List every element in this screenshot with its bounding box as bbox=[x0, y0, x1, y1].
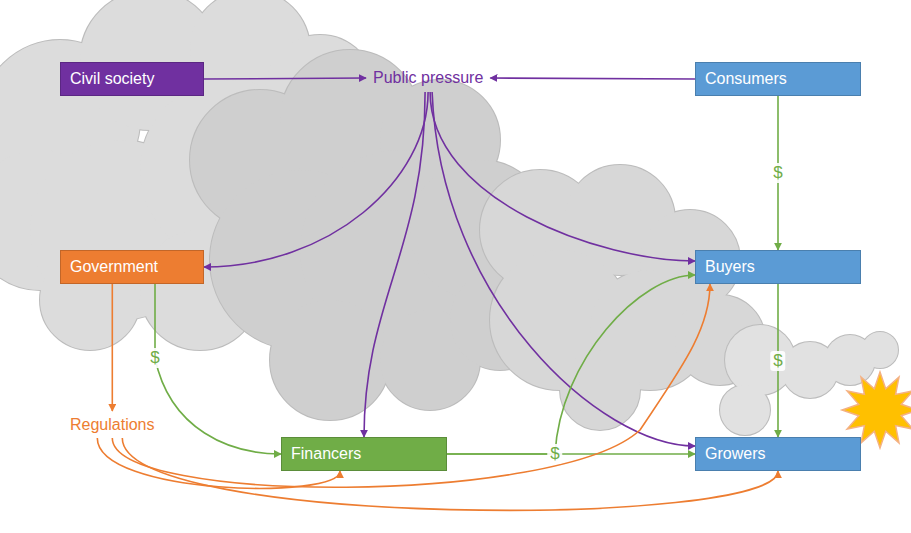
actor-box: Government bbox=[60, 250, 204, 284]
node-label: Financers bbox=[291, 444, 361, 464]
cloud-puff bbox=[720, 385, 770, 435]
money-label: $ bbox=[770, 351, 785, 371]
flow-arrow bbox=[490, 78, 695, 79]
node-label: Growers bbox=[705, 444, 765, 464]
node-label: Civil society bbox=[70, 69, 154, 89]
node-label: Government bbox=[70, 257, 158, 277]
node-label: Buyers bbox=[705, 257, 755, 277]
money-label: $ bbox=[770, 163, 785, 183]
actor-box: Consumers bbox=[695, 62, 861, 96]
pressure-text: Public pressure bbox=[369, 66, 487, 90]
node-label: Consumers bbox=[705, 69, 787, 89]
cloud-puff bbox=[725, 325, 795, 395]
money-label: $ bbox=[547, 444, 562, 464]
actor-box: Financers bbox=[281, 437, 447, 471]
flow-arrow bbox=[112, 284, 710, 487]
actor-box: Growers bbox=[695, 437, 861, 471]
regulations-text: Regulations bbox=[66, 413, 159, 437]
flow-arrow bbox=[430, 92, 695, 261]
cloud-puff bbox=[270, 300, 390, 420]
flow-arrow bbox=[112, 284, 114, 411]
flow-arrow bbox=[447, 275, 695, 454]
flow-arrow bbox=[364, 92, 425, 437]
cloud-puff bbox=[270, 300, 390, 420]
cloud-puff bbox=[720, 385, 770, 435]
flow-arrow bbox=[204, 92, 428, 267]
cloud-puff bbox=[560, 350, 640, 430]
cloud-puff bbox=[725, 325, 795, 395]
node-label: Public pressure bbox=[373, 69, 483, 86]
flow-arrow bbox=[122, 438, 778, 510]
cloud-puff bbox=[560, 350, 640, 430]
flow-arrow bbox=[204, 78, 366, 79]
flow-arrow bbox=[155, 284, 281, 454]
cloud-puff bbox=[862, 332, 898, 368]
node-label: Regulations bbox=[70, 416, 155, 433]
money-label: $ bbox=[147, 348, 162, 368]
flow-arrow bbox=[432, 92, 695, 446]
cloud-puff bbox=[862, 332, 898, 368]
actor-box: Buyers bbox=[695, 250, 861, 284]
actor-box: Civil society bbox=[60, 62, 204, 96]
